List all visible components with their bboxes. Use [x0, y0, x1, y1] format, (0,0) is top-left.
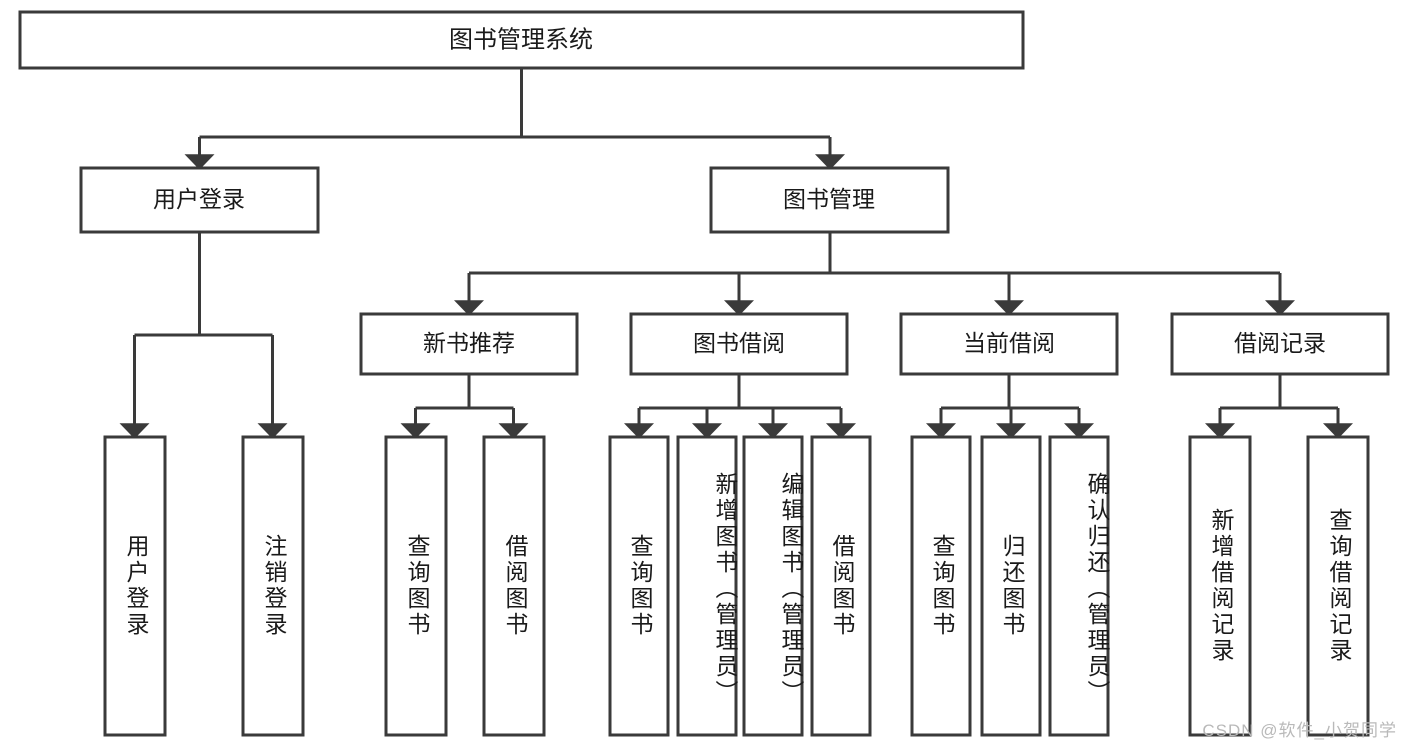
node-current-borrow-box[interactable]: [899, 312, 1119, 376]
leaf-box-add-borrow-record[interactable]: [1188, 435, 1252, 737]
leaf-box-add-book-admin[interactable]: [676, 435, 738, 737]
node-root[interactable]: 图书管理系统: [18, 10, 1025, 70]
leaf-box-borrow-book-new[interactable]: [482, 435, 546, 737]
leaf-box-query-book-current[interactable]: [910, 435, 972, 737]
node-root-box[interactable]: [18, 10, 1025, 70]
node-new-book-recommend-label: 新书推荐: [423, 330, 515, 356]
leaf-box-query-borrow-record[interactable]: [1306, 435, 1370, 737]
node-current-borrow[interactable]: 当前借阅: [899, 312, 1119, 376]
csdn-watermark: CSDN @软件_小贺同学: [1202, 721, 1397, 740]
connector-group-new-book: [400, 374, 529, 439]
connector-group-user-login: [119, 232, 288, 439]
node-new-book-recommend[interactable]: 新书推荐: [359, 312, 579, 376]
node-book-borrow-box[interactable]: [629, 312, 849, 376]
connector-group-records: [1205, 374, 1353, 439]
connector-group-borrow: [624, 374, 856, 439]
node-new-book-recommend-box[interactable]: [359, 312, 579, 376]
leaf-box-logout[interactable]: [241, 435, 305, 737]
node-root-label: 图书管理系统: [449, 26, 593, 53]
leaf-box-return-book[interactable]: [980, 435, 1042, 737]
leaf-box-edit-book-admin[interactable]: [742, 435, 804, 737]
leaf-box-confirm-return-admin[interactable]: [1048, 435, 1110, 737]
leaf-box-query-book-borrow[interactable]: [608, 435, 670, 737]
node-book-management-label: 图书管理: [783, 186, 875, 212]
node-borrow-records-label: 借阅记录: [1234, 330, 1326, 356]
leaf-box-user-login[interactable]: [103, 435, 167, 737]
node-book-management-box[interactable]: [709, 166, 950, 234]
connector-group-book-mgmt: [454, 232, 1295, 316]
node-user-login[interactable]: 用户登录: [79, 166, 320, 234]
node-book-borrow[interactable]: 图书借阅: [629, 312, 849, 376]
node-book-management[interactable]: 图书管理: [709, 166, 950, 234]
connector-group-root: [184, 68, 845, 170]
connector-group-current: [926, 374, 1094, 439]
leaf-boxes: [103, 435, 1370, 737]
node-user-login-box[interactable]: [79, 166, 320, 234]
node-borrow-records[interactable]: 借阅记录: [1170, 312, 1390, 376]
node-book-borrow-label: 图书借阅: [693, 330, 785, 356]
node-current-borrow-label: 当前借阅: [963, 330, 1055, 356]
node-user-login-label: 用户登录: [153, 186, 245, 212]
node-borrow-records-box[interactable]: [1170, 312, 1390, 376]
leaf-box-borrow-book[interactable]: [810, 435, 872, 737]
leaf-box-query-book-new[interactable]: [384, 435, 448, 737]
